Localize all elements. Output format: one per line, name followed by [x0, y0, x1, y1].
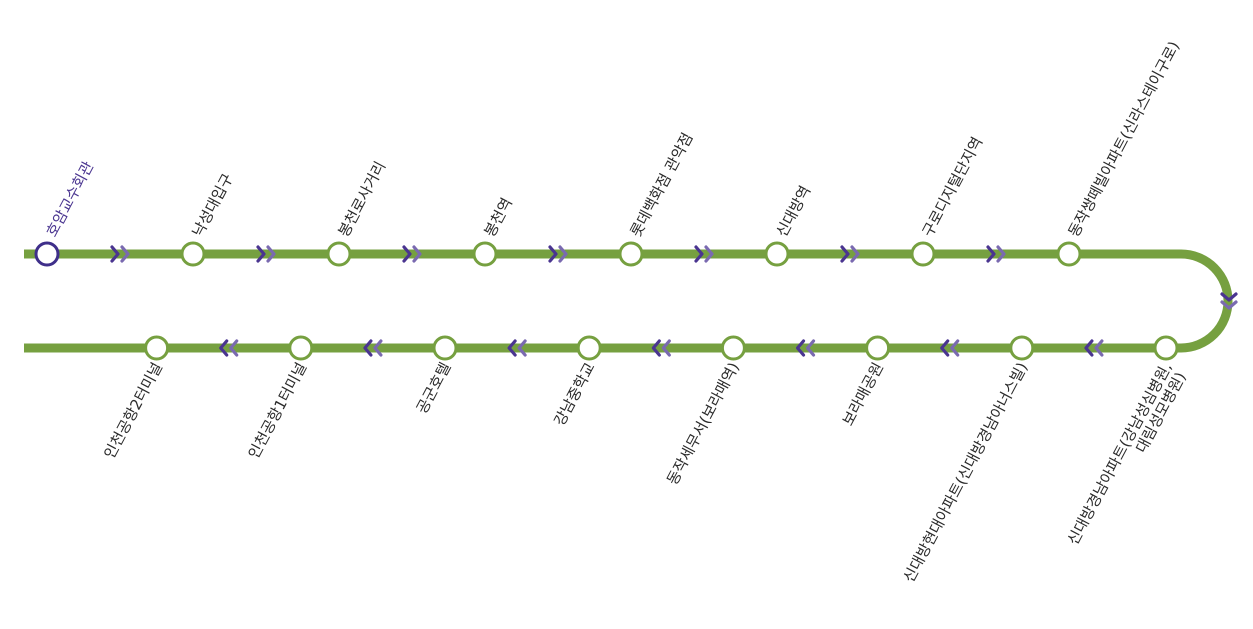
route-path: [24, 249, 1233, 353]
station-label: 인천공항1터미널: [245, 359, 311, 461]
direction-arrow-icon: [694, 245, 704, 263]
direction-arrow-icon: [402, 245, 412, 263]
direction-arrow-icon: [950, 339, 960, 357]
direction-arrow-icon: [661, 339, 671, 357]
direction-arrow-icon: [996, 245, 1006, 263]
direction-arrow-icon: [507, 339, 517, 357]
station-label: 낙성대입구: [189, 170, 237, 239]
station-label: 신대방현대아파트(신대방경남아너스빌): [900, 359, 1032, 585]
station-label: 호암교수회관: [43, 158, 98, 240]
station-marker[interactable]: [865, 335, 891, 361]
direction-arrow-icon: [548, 245, 558, 263]
direction-arrow-icon: [704, 245, 714, 263]
direction-arrow-icon: [256, 245, 266, 263]
stations: [34, 241, 1179, 361]
station-label: 인천공항2터미널: [100, 359, 166, 461]
direction-arrow-icon: [363, 339, 373, 357]
route-line: [24, 249, 1233, 353]
direction-arrow-icon: [1220, 300, 1238, 310]
station-label-group: 공군호텔: [413, 359, 455, 416]
station-label: 보라매공원: [839, 359, 887, 428]
station-label-group: 동작세무서(보라매역): [663, 359, 743, 487]
current-station-marker[interactable]: [34, 241, 60, 267]
station-marker[interactable]: [576, 335, 602, 361]
direction-arrow-icon: [266, 245, 276, 263]
station-label: 봉천로사거리: [335, 158, 390, 240]
direction-arrow-icon: [1220, 292, 1238, 302]
station-marker[interactable]: [764, 241, 790, 267]
direction-arrow-icon: [120, 245, 130, 263]
direction-arrow-icon: [219, 339, 229, 357]
station-marker[interactable]: [1153, 335, 1179, 361]
station-marker[interactable]: [180, 241, 206, 267]
direction-arrow-icon: [373, 339, 383, 357]
station-label-group: 인천공항1터미널: [245, 359, 311, 461]
station-label: 구로디지털단지역: [919, 134, 987, 240]
direction-arrow-icon: [110, 245, 120, 263]
station-marker[interactable]: [472, 241, 498, 267]
direction-arrow-icon: [229, 339, 239, 357]
station-label: 동작쌍떼빌아파트(신라스테이구로): [1065, 38, 1184, 240]
station-label: 신대방경남아파트(강남성심병원,: [1064, 359, 1176, 547]
station-label-group: 인천공항2터미널: [100, 359, 166, 461]
station-marker[interactable]: [910, 241, 936, 267]
direction-arrow-icon: [412, 245, 422, 263]
direction-arrow-icon: [1094, 339, 1104, 357]
direction-arrow-icon: [850, 245, 860, 263]
station-label-group: 신대방현대아파트(신대방경남아너스빌): [900, 359, 1032, 585]
direction-arrow-icon: [805, 339, 816, 357]
direction-arrow-icon: [558, 245, 568, 263]
station-marker[interactable]: [326, 241, 352, 267]
station-label-group: 강남중학교: [550, 359, 598, 428]
station-label: 롯데백화점 관악점: [627, 130, 697, 240]
station-marker[interactable]: [1056, 241, 1082, 267]
station-label: 강남중학교: [550, 359, 598, 428]
direction-arrow-icon: [651, 339, 661, 357]
station-marker[interactable]: [1009, 335, 1035, 361]
station-marker[interactable]: [432, 335, 458, 361]
station-marker[interactable]: [618, 241, 644, 267]
station-marker[interactable]: [720, 335, 746, 361]
direction-arrow-icon: [986, 245, 996, 263]
direction-arrow-icon: [840, 245, 850, 263]
station-label: 신대방역: [773, 183, 815, 240]
station-marker[interactable]: [288, 335, 314, 361]
direction-arrow-icon: [1084, 339, 1094, 357]
station-labels: 호암교수회관 낙성대입구 봉천로사거리 봉천역 롯데백화점 관악점 신대방역 구로디지털단지…: [43, 38, 1190, 585]
direction-arrow-icon: [517, 339, 527, 357]
direction-arrow-icon: [940, 339, 950, 357]
station-label-group: 신대방경남아파트(강남성심병원,대림성모병원): [1064, 359, 1190, 547]
station-label: 봉천역: [481, 195, 516, 240]
station-label-group: 보라매공원: [839, 359, 887, 428]
station-marker[interactable]: [144, 335, 170, 361]
station-label: 동작세무서(보라매역): [663, 359, 743, 487]
direction-arrow-icon: [795, 339, 806, 357]
direction-arrows: [110, 245, 1238, 357]
station-label: 공군호텔: [413, 359, 455, 416]
